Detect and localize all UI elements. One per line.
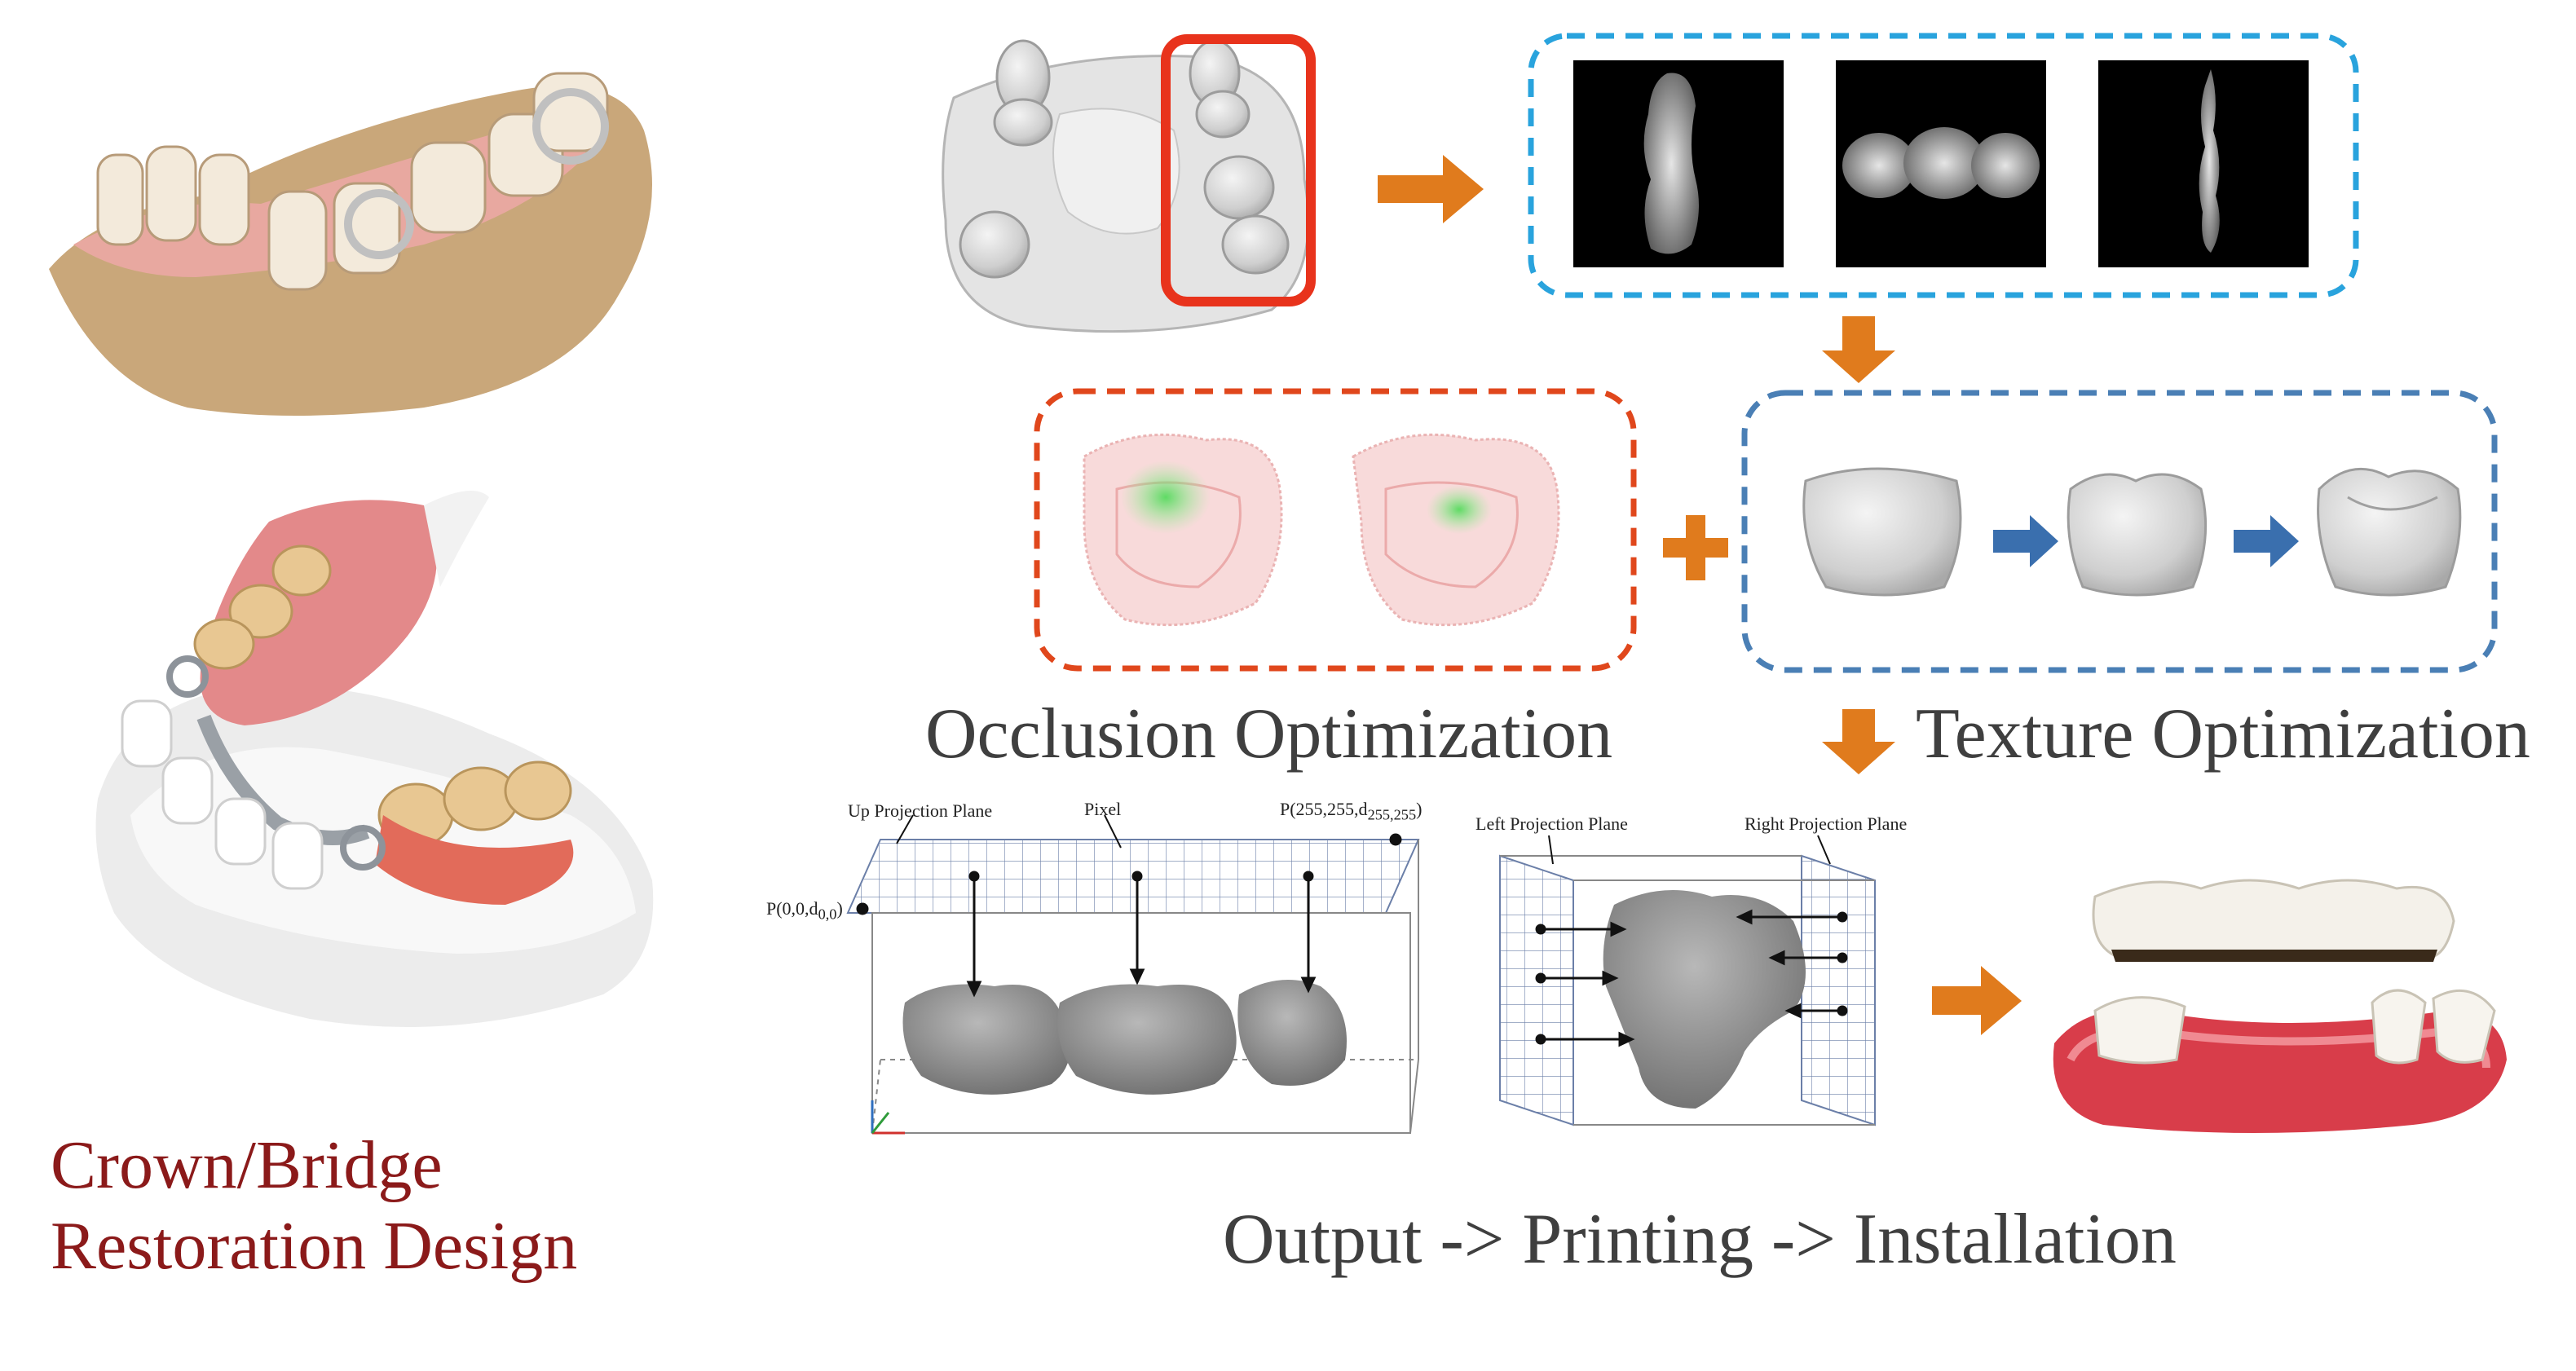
corner-max-label: P(255,255,d255,255)	[1280, 799, 1423, 823]
depth-map-2	[1836, 60, 2046, 267]
right-plane-label: Right Projection Plane	[1745, 813, 1908, 834]
selected-tooth-highlight	[1161, 34, 1316, 306]
arrow-right-icon	[1378, 155, 1484, 223]
up-plane-label: Up Projection Plane	[848, 800, 993, 821]
crown-mesh	[1603, 890, 1806, 1109]
arrow-right-icon-2	[1932, 966, 2022, 1035]
final-bridge-photo	[2053, 879, 2507, 1133]
output-caption: Output -> Printing -> Installation	[1223, 1200, 2177, 1279]
arrow-right-blue-icon	[1993, 515, 2058, 567]
crown-stage-1	[1802, 467, 1962, 597]
depth-map-1	[1573, 60, 1784, 267]
depth-map-3	[2098, 60, 2309, 267]
occlusion-view-1	[1083, 433, 1283, 627]
corner-max-text: P(255,255,d	[1280, 799, 1368, 819]
corner-min-sub: 0,0	[818, 906, 837, 923]
arrow-right-blue-icon-2	[2234, 515, 2299, 567]
corner-max-sub: 255,255	[1367, 806, 1417, 823]
arrow-down-icon-2	[1822, 709, 1895, 774]
occlusion-box	[1034, 388, 1637, 672]
occlusion-view-2	[1352, 433, 1560, 627]
texture-caption: Texture Optimization	[1916, 694, 2530, 774]
corner-min-label: P(0,0,d0,0)	[766, 898, 843, 923]
plus-icon	[1663, 515, 1728, 580]
title-line-1: Crown/Bridge	[51, 1127, 443, 1203]
up-projection-figure	[846, 814, 1420, 1135]
side-projection-figure	[1499, 835, 1876, 1126]
crown-stage-2	[2067, 473, 2208, 597]
occlusion-caption: Occlusion Optimization	[925, 694, 1613, 774]
axes-icon	[871, 1100, 905, 1135]
left-plane-label: Left Projection Plane	[1475, 813, 1628, 834]
dental-arch-scan	[942, 39, 1310, 333]
partial-denture-photo-top	[49, 72, 652, 417]
texture-box	[1741, 390, 2498, 673]
partial-denture-photo-bottom	[95, 491, 654, 1027]
title-line-2: Restoration Design	[51, 1208, 578, 1285]
restoration-design-title: Crown/Bridge Restoration Design	[51, 1125, 577, 1286]
tooth-row-mesh	[902, 980, 1347, 1095]
left-photos	[49, 72, 654, 1027]
corner-min-text: P(0,0,d	[766, 898, 818, 919]
crown-stage-3	[2317, 467, 2462, 597]
pixel-label: Pixel	[1084, 799, 1122, 819]
arrow-down-icon	[1822, 316, 1895, 383]
